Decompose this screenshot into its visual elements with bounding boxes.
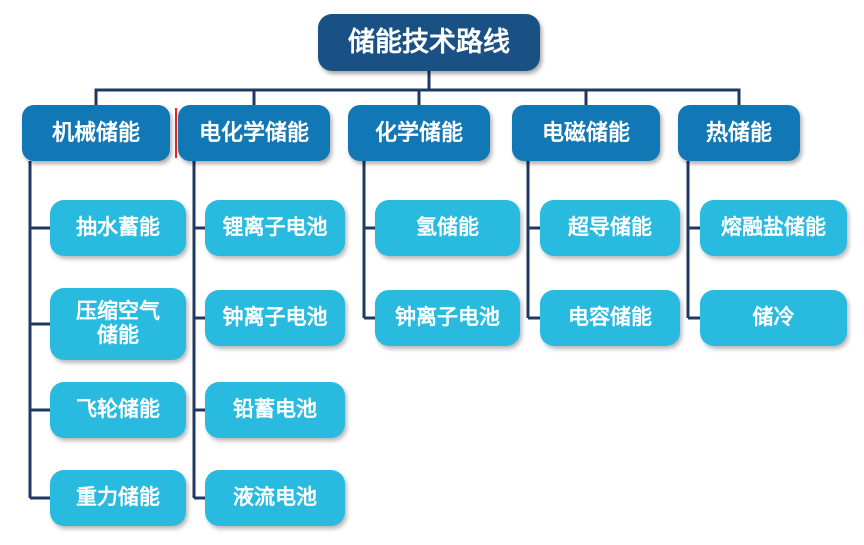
node-leaf-capacitor-storage: 电容储能 [540, 290, 680, 346]
node-leaf-lead-acid-battery: 铅蓄电池 [205, 382, 345, 438]
node-leaf-zhong-ion-battery: 钟离子电池 [205, 290, 345, 346]
node-leaf-gravity: 重力储能 [50, 470, 186, 526]
node-leaf-cold-storage: 储冷 [700, 290, 847, 346]
node-branch-chemical-storage: 化学储能 [348, 105, 490, 161]
node-leaf-molten-salt-storage: 熔融盐储能 [700, 200, 847, 256]
node-leaf-zhong-ion-battery-2: 钟离子电池 [375, 290, 520, 346]
node-leaf-flow-battery: 液流电池 [205, 470, 345, 526]
node-leaf-flywheel: 飞轮储能 [50, 382, 186, 438]
node-branch-mechanical-storage: 机械储能 [22, 105, 170, 161]
node-branch-electromagnetic-storage: 电磁储能 [512, 105, 660, 161]
node-leaf-compressed-air: 压缩空气 储能 [50, 288, 186, 360]
node-leaf-pumped-hydro: 抽水蓄能 [50, 200, 186, 256]
node-branch-thermal-storage: 热储能 [678, 105, 800, 161]
node-root: 储能技术路线 [318, 14, 540, 71]
node-branch-electrochemical-storage: 电化学储能 [178, 105, 330, 161]
node-leaf-hydrogen-storage: 氢储能 [375, 200, 520, 256]
node-leaf-lithium-ion-battery: 锂离子电池 [205, 200, 345, 256]
red-artifact-line [175, 108, 177, 158]
node-leaf-superconducting-storage: 超导储能 [540, 200, 680, 256]
